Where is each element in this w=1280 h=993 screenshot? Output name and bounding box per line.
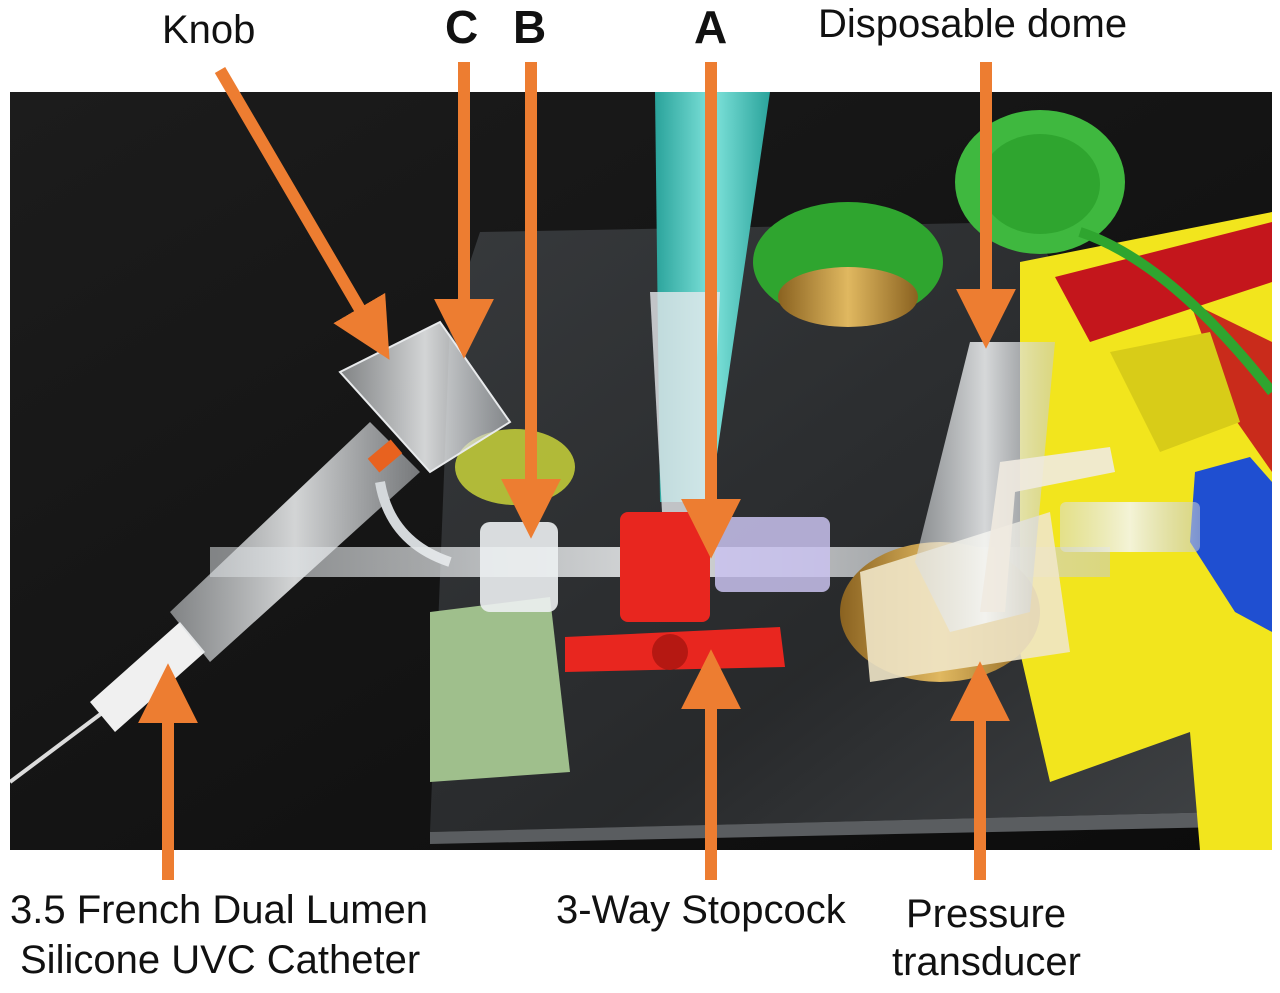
- label-b: B: [513, 1, 547, 53]
- label-transducer-line2: transducer: [892, 940, 1081, 984]
- photo-catheter-setup: [10, 92, 1272, 850]
- label-c: C: [445, 1, 479, 53]
- label-knob: Knob: [162, 8, 256, 52]
- label-transducer-line1: Pressure: [906, 892, 1067, 936]
- label-disposable-dome: Disposable dome: [818, 2, 1128, 46]
- label-catheter-line2: Silicone UVC Catheter: [20, 938, 421, 982]
- label-a: A: [694, 1, 728, 53]
- label-stopcock: 3-Way Stopcock: [556, 888, 846, 932]
- label-catheter-line1: 3.5 French Dual Lumen: [10, 888, 429, 932]
